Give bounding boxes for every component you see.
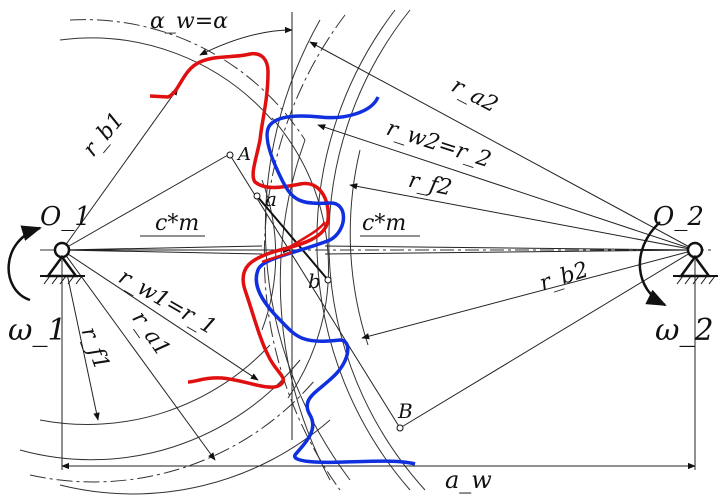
rf2-line xyxy=(349,183,696,251)
cm-right-line-1 xyxy=(324,245,696,251)
label-rb1: r_b1 xyxy=(78,108,129,162)
gear1-tooth-profile xyxy=(149,51,330,389)
alpha-w-angle-arc xyxy=(199,26,293,56)
gear1-radius-lines xyxy=(61,87,291,461)
rb1-line xyxy=(61,87,179,251)
rw2-line xyxy=(317,124,696,251)
label-point-b: b xyxy=(308,269,321,293)
label-rb2: r_b2 xyxy=(537,258,592,297)
label-rf2: r_f2 xyxy=(406,168,454,202)
omega2-rotation-arrow xyxy=(638,221,667,307)
label-point-A: A xyxy=(236,144,251,165)
ra1-line xyxy=(61,249,216,461)
cm-left-line-1 xyxy=(61,249,263,255)
rw1-diag-line xyxy=(61,249,259,381)
cm-right-line-2 xyxy=(324,249,696,255)
label-rw1: r_w1=r_1 xyxy=(114,265,220,341)
label-cm-left: c*m xyxy=(155,211,199,236)
gear1-lower-arc-3 xyxy=(59,419,331,495)
gear1-ref-arc xyxy=(271,117,329,399)
line-of-action xyxy=(229,154,401,429)
point-B-marker xyxy=(396,424,404,432)
to-A-line xyxy=(61,154,229,251)
label-point-a: a xyxy=(265,187,277,211)
label-O1: O_1 xyxy=(40,202,91,232)
gear1-lower-arc-1 xyxy=(39,344,271,425)
point-a-marker xyxy=(253,192,261,200)
gear1-outer-arc-1 xyxy=(59,37,273,121)
cm-left-line-2 xyxy=(61,245,263,251)
label-rf1: r_f1 xyxy=(76,324,114,374)
gear2-base-arc xyxy=(349,149,369,346)
label-omega2: ω_2 xyxy=(655,313,714,348)
point-b-marker xyxy=(324,276,332,284)
gear1-base-arc xyxy=(261,179,277,331)
point-A-marker xyxy=(226,151,234,159)
active-line-ab xyxy=(256,195,329,281)
label-O2: O_2 xyxy=(653,202,704,232)
gear2-tooth-profile xyxy=(254,96,416,466)
label-omega1: ω_1 xyxy=(8,313,67,348)
label-ra2: r_a2 xyxy=(447,73,502,118)
omega1-rotation-arrow xyxy=(7,225,42,302)
gear2-tip-arc-1 xyxy=(316,9,411,491)
gear1-lower-pitch-arc xyxy=(29,379,316,483)
rf1-line xyxy=(61,249,100,421)
ra2-line xyxy=(309,41,696,251)
to-B-line xyxy=(399,249,696,429)
rb2-line xyxy=(361,249,696,340)
label-point-B: B xyxy=(397,399,413,423)
label-aw: a_w xyxy=(445,466,492,494)
label-alpha-w: α_w=α xyxy=(150,9,228,34)
gear2-pitch-arc xyxy=(263,14,346,491)
gear1-tooth-profile-inner xyxy=(261,221,327,264)
label-cm-right: c*m xyxy=(362,211,406,236)
